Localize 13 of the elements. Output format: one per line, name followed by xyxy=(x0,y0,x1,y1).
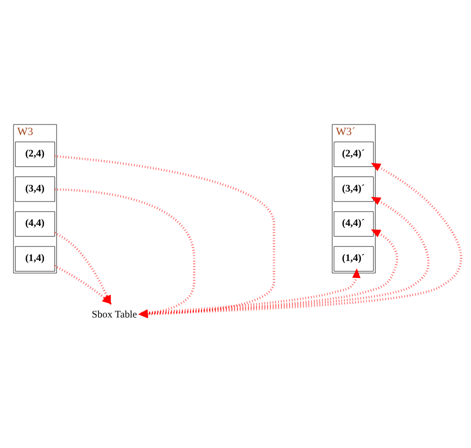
arrow xyxy=(141,229,398,314)
node-box: (2,4) xyxy=(15,142,55,167)
arrow xyxy=(141,268,361,314)
node-box: (3,4) xyxy=(15,176,55,202)
arrow xyxy=(141,196,430,315)
arrow xyxy=(140,162,462,315)
node-box: (1,4)´ xyxy=(334,246,374,272)
node-box: (4,4) xyxy=(15,211,55,237)
node-box: (2,4)´ xyxy=(334,142,374,167)
node-box: (3,4)´ xyxy=(334,176,374,202)
node-box: (1,4) xyxy=(15,246,55,272)
node-text: Sbox Table xyxy=(92,309,138,320)
node-box: (4,4)´ xyxy=(334,211,374,237)
